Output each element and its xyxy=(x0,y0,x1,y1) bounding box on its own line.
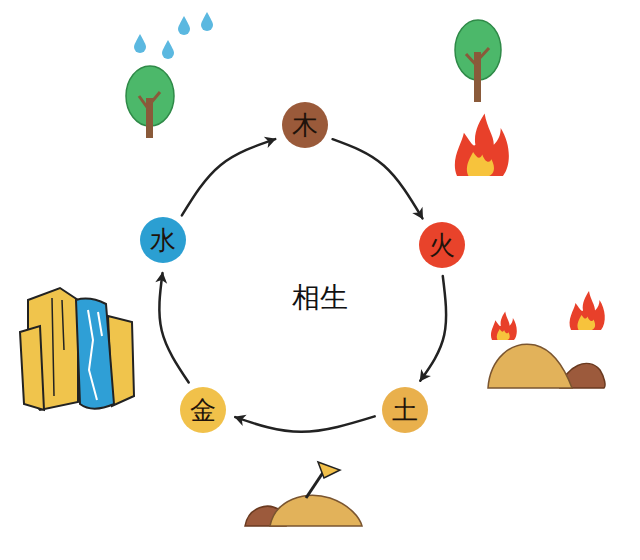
mound xyxy=(270,495,362,526)
raindrop xyxy=(178,16,190,35)
waterfall xyxy=(76,299,114,409)
burning-mounds xyxy=(488,291,605,388)
mounds-pickaxe xyxy=(245,462,362,526)
cycle-arrow xyxy=(182,139,275,215)
fire xyxy=(455,114,509,176)
element-circle: 土 xyxy=(381,386,429,434)
raindrop xyxy=(201,12,213,31)
element-name: 土 xyxy=(392,397,418,423)
circle-fill xyxy=(180,387,226,433)
element-circle: 水 xyxy=(139,216,187,264)
element-circle: 火 xyxy=(418,221,466,269)
element-circle: 金 xyxy=(179,386,227,434)
rock-crack xyxy=(52,298,64,396)
cycle-arrow xyxy=(333,139,423,218)
raindrop xyxy=(134,34,146,53)
raindrop xyxy=(162,40,174,59)
rain-tree xyxy=(126,12,213,138)
fire xyxy=(491,311,517,340)
circle-fill xyxy=(419,222,465,268)
circle-fill xyxy=(140,217,186,263)
element-name: 水 xyxy=(150,227,176,253)
pickaxe-head xyxy=(318,462,340,478)
element-circle: 木 xyxy=(281,101,329,149)
waterfall-cliff xyxy=(20,288,134,410)
tree-branch xyxy=(466,48,489,66)
element-name: 金 xyxy=(190,397,216,423)
cycle-title: 相生 xyxy=(292,284,348,312)
circle-fill xyxy=(382,387,428,433)
cycle-arrow xyxy=(159,273,188,382)
burning-tree xyxy=(455,20,509,176)
circle-fill xyxy=(282,102,328,148)
cycle-arrow xyxy=(235,416,374,431)
water-streak xyxy=(88,310,102,400)
fire xyxy=(570,291,605,330)
rock xyxy=(20,326,44,410)
element-name: 火 xyxy=(429,232,455,258)
element-name: 木 xyxy=(292,112,318,138)
cycle-arrow xyxy=(420,276,446,381)
mound xyxy=(488,344,572,388)
tree-branch xyxy=(139,92,160,110)
